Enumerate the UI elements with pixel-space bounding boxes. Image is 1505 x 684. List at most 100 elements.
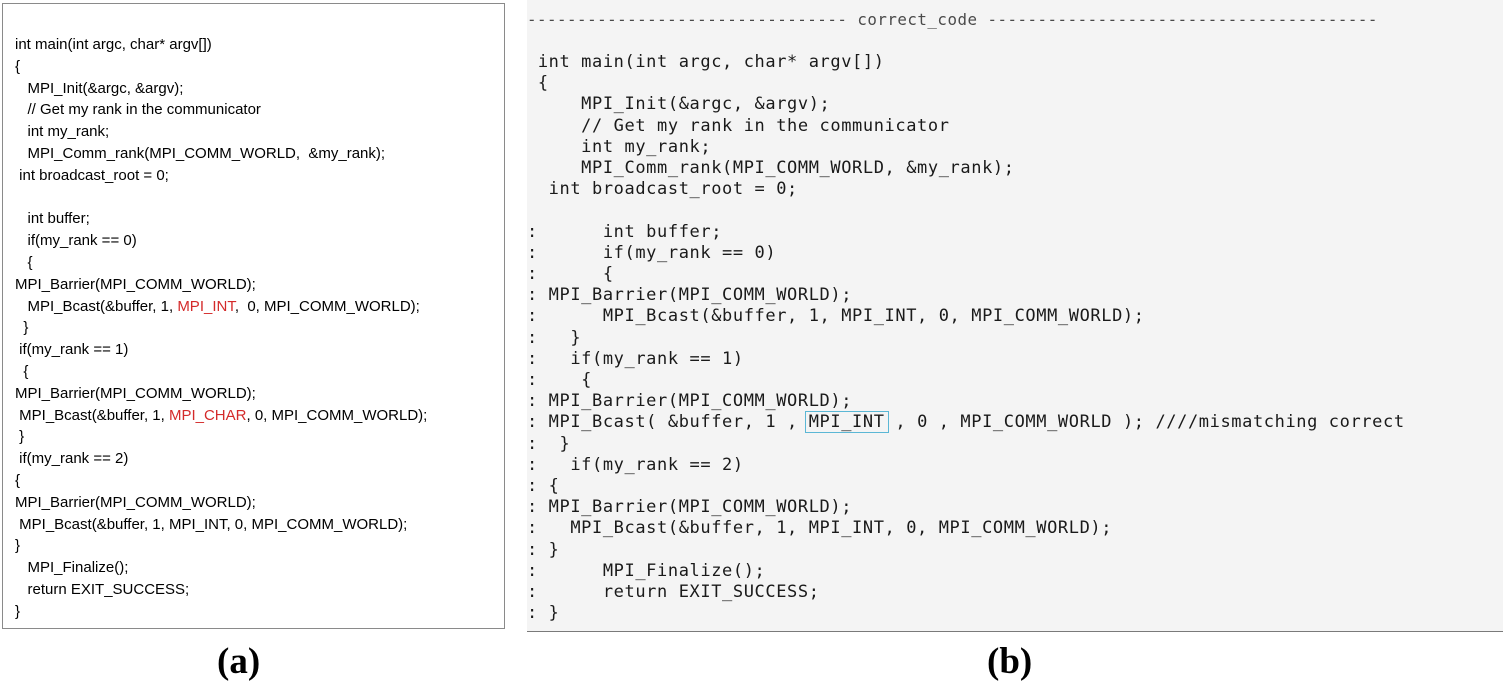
code-line-a: if(my_rank == 1)	[15, 339, 427, 361]
code-line-b: : }	[527, 540, 1405, 561]
code-line-b: : if(my_rank == 1)	[527, 349, 1405, 370]
code-line-a: {	[15, 361, 427, 383]
code-text: }	[15, 319, 29, 337]
code-listing-a: int main(int argc, char* argv[]){ MPI_In…	[15, 34, 427, 623]
code-text: {	[15, 57, 21, 75]
code-text: MPI_Bcast(&buffer, 1,	[15, 297, 178, 315]
code-panel-a: int main(int argc, char* argv[]){ MPI_In…	[2, 3, 505, 629]
code-line-b: MPI_Init(&argc, &argv);	[527, 94, 1405, 115]
code-line-b: {	[527, 73, 1405, 94]
code-text: : MPI_Finalize();	[527, 560, 766, 581]
code-text: int my_rank;	[15, 123, 110, 141]
code-line-b: : }	[527, 603, 1405, 624]
code-text: MPI_Barrier(MPI_COMM_WORLD);	[15, 275, 256, 293]
code-line-b: : if(my_rank == 0)	[527, 243, 1405, 264]
code-line-a: MPI_Barrier(MPI_COMM_WORLD);	[15, 383, 427, 405]
code-text: : MPI_Barrier(MPI_COMM_WORLD);	[527, 391, 853, 412]
code-line-a: // Get my rank in the communicator	[15, 99, 427, 121]
code-text: MPI_Barrier(MPI_COMM_WORLD);	[15, 384, 256, 402]
code-text: {	[15, 253, 33, 271]
code-line-a: int my_rank;	[15, 121, 427, 143]
code-text: MPI_Finalize();	[15, 559, 129, 577]
code-text: : MPI_Barrier(MPI_COMM_WORLD);	[527, 285, 853, 306]
code-line-a: {	[15, 56, 427, 78]
code-text: : }	[527, 603, 560, 624]
code-line-a: MPI_Comm_rank(MPI_COMM_WORLD, &my_rank);	[15, 143, 427, 165]
code-line-a: return EXIT_SUCCESS;	[15, 579, 427, 601]
code-line-b: int my_rank;	[527, 137, 1405, 158]
code-text: : MPI_Bcast(&buffer, 1, MPI_INT, 0, MPI_…	[527, 518, 1113, 539]
code-text: : {	[527, 476, 560, 497]
code-listing-b: int main(int argc, char* argv[]) { MPI_I…	[527, 52, 1405, 624]
code-line-b: : MPI_Barrier(MPI_COMM_WORLD);	[527, 497, 1405, 518]
code-text: MPI_Comm_rank(MPI_COMM_WORLD, &my_rank);	[527, 158, 1015, 179]
code-line-b: // Get my rank in the communicator	[527, 116, 1405, 137]
code-line-a: MPI_Bcast(&buffer, 1, MPI_CHAR, 0, MPI_C…	[15, 405, 427, 427]
highlighted-datatype: MPI_INT	[177, 297, 235, 315]
code-line-a: int broadcast_root = 0;	[15, 165, 427, 187]
code-line-a: }	[15, 426, 427, 448]
code-text: : }	[527, 539, 560, 560]
code-line-b: : if(my_rank == 2)	[527, 455, 1405, 476]
code-line-b: : }	[527, 434, 1405, 455]
code-line-a: int main(int argc, char* argv[])	[15, 34, 427, 56]
code-line-a: MPI_Bcast(&buffer, 1, MPI_INT, 0, MPI_CO…	[15, 514, 427, 536]
code-line-b: : {	[527, 476, 1405, 497]
code-text: {	[527, 73, 549, 94]
code-line-a: MPI_Barrier(MPI_COMM_WORLD);	[15, 492, 427, 514]
code-line-a: MPI_Bcast(&buffer, 1, MPI_INT, 0, MPI_CO…	[15, 296, 427, 318]
code-line-a: }	[15, 535, 427, 557]
code-text: MPI_Barrier(MPI_COMM_WORLD);	[15, 493, 256, 511]
code-text: : if(my_rank == 0)	[527, 242, 777, 263]
code-text: }	[15, 537, 21, 555]
code-text: int buffer;	[15, 210, 90, 228]
code-line-b: : int buffer;	[527, 222, 1405, 243]
caption-b: (b)	[987, 641, 1033, 682]
code-line-a	[15, 187, 427, 209]
code-text: }	[15, 428, 25, 446]
code-text: int main(int argc, char* argv[])	[527, 52, 885, 72]
code-line-b: MPI_Comm_rank(MPI_COMM_WORLD, &my_rank);	[527, 158, 1405, 179]
boxed-corrected-datatype: MPI_INT	[804, 411, 889, 434]
code-text: return EXIT_SUCCESS;	[15, 580, 190, 598]
code-line-b	[527, 200, 1405, 221]
code-text: : MPI_Barrier(MPI_COMM_WORLD);	[527, 497, 853, 518]
code-text: if(my_rank == 0)	[15, 232, 137, 250]
code-line-b: : MPI_Barrier(MPI_COMM_WORLD);	[527, 285, 1405, 306]
code-text: , 0, MPI_COMM_WORLD);	[246, 406, 428, 424]
code-line-b: : MPI_Bcast( &buffer, 1 , MPI_INT , 0 , …	[527, 411, 1405, 434]
code-panel-b: -------------------------------- correct…	[527, 0, 1503, 632]
code-line-a: }	[15, 601, 427, 623]
code-text: : MPI_Bcast(&buffer, 1, MPI_INT, 0, MPI_…	[527, 306, 1145, 327]
correct-code-header: -------------------------------- correct…	[527, 10, 1378, 29]
caption-a: (a)	[217, 641, 261, 682]
code-text: if(my_rank == 2)	[15, 450, 129, 468]
code-line-b: : MPI_Barrier(MPI_COMM_WORLD);	[527, 391, 1405, 412]
code-text: int my_rank;	[527, 136, 712, 157]
code-text: int broadcast_root = 0;	[527, 179, 798, 200]
code-text: MPI_Bcast(&buffer, 1,	[15, 406, 169, 424]
code-line-a: MPI_Finalize();	[15, 557, 427, 579]
code-text: MPI_Comm_rank(MPI_COMM_WORLD, &my_rank);	[15, 144, 386, 162]
code-text: : if(my_rank == 1)	[527, 348, 744, 369]
code-text: , 0 , MPI_COMM_WORLD ); ////mismatching …	[884, 412, 1405, 433]
code-line-b: : MPI_Bcast(&buffer, 1, MPI_INT, 0, MPI_…	[527, 518, 1405, 539]
code-line-a: if(my_rank == 2)	[15, 448, 427, 470]
highlighted-datatype: MPI_CHAR	[168, 406, 247, 424]
code-line-a: MPI_Barrier(MPI_COMM_WORLD);	[15, 274, 427, 296]
code-text: : return EXIT_SUCCESS;	[527, 582, 820, 603]
code-line-b: : {	[527, 370, 1405, 391]
code-text: int main(int argc, char* argv[])	[15, 36, 212, 53]
code-text: // Get my rank in the communicator	[15, 101, 261, 119]
code-text: int broadcast_root = 0;	[15, 166, 169, 184]
code-text: {	[15, 471, 21, 489]
code-text: if(my_rank == 1)	[15, 341, 129, 359]
code-text: : }	[527, 327, 582, 348]
code-line-a: {	[15, 470, 427, 492]
code-line-b: : MPI_Finalize();	[527, 561, 1405, 582]
code-line-b: : {	[527, 264, 1405, 285]
code-text: }	[15, 602, 21, 620]
code-text: : MPI_Bcast( &buffer, 1 ,	[527, 412, 809, 433]
code-line-a: if(my_rank == 0)	[15, 230, 427, 252]
code-line-a: int buffer;	[15, 208, 427, 230]
